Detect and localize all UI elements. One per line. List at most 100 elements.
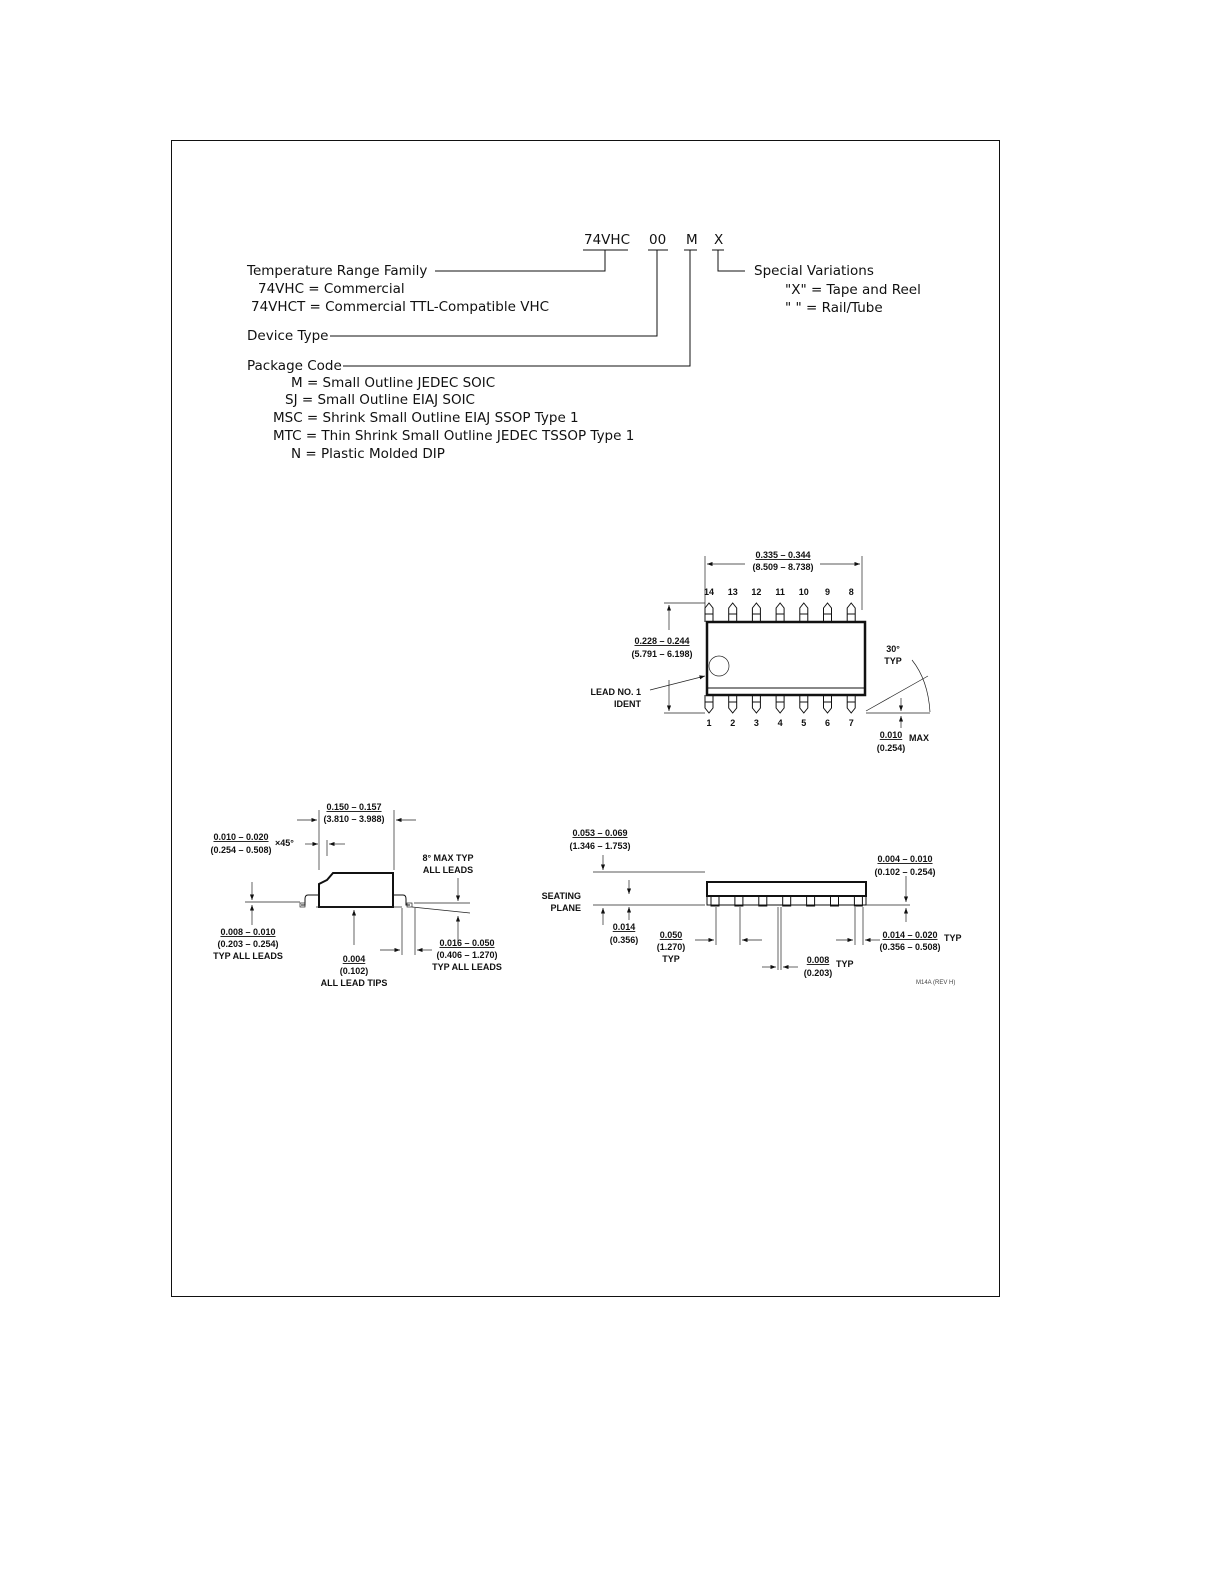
pin-number: 11 [775,587,785,597]
lead-thickness-mm: (0.203 – 0.254) [217,939,278,949]
bottom-pin [775,695,785,714]
lead-dim-mm: (0.356) [610,935,639,945]
radius-in: 0.008 [807,955,830,965]
coplanarity-in: 0.004 [343,954,366,964]
pin-number: 2 [730,718,735,728]
lead-ident-label: LEAD NO. 1 [590,687,641,697]
side-lead [734,895,744,907]
package-item: N = Plastic Molded DIP [291,446,445,462]
dim-height-mm: (5.791 – 6.198) [631,649,692,659]
pin1-ident-circle [708,655,730,677]
lead-thickness-note: TYP ALL LEADS [213,951,283,961]
angle-label: TYP [884,656,902,666]
body-width-in: 0.150 – 0.157 [326,802,381,812]
special-item: "X" = Tape and Reel [785,282,921,298]
package-item: SJ = Small Outline EIAJ SOIC [285,392,475,408]
side-lead [853,895,863,907]
lead-ident-label: IDENT [614,699,642,709]
height-mm: (1.346 – 1.753) [569,841,630,851]
top-view-drawing: 0.335 – 0.344 (8.509 – 8.738) 1411321231… [590,550,931,753]
pin-number: 1 [706,718,711,728]
pin-number: 12 [751,587,761,597]
pin-number: 9 [825,587,830,597]
special-title: Special Variations [754,263,874,279]
coplanarity-note: ALL LEAD TIPS [321,978,388,988]
page-frame [171,140,1000,1297]
dim-height-in: 0.228 – 0.244 [634,636,689,646]
bottom-pin [728,695,738,714]
dim-width-mm: (8.509 – 8.738) [752,562,813,572]
temperature-item: 74VHCT = Commercial TTL-Compatible VHC [251,299,549,315]
side-lead [806,895,816,907]
top-pin [751,602,761,622]
special-item: " " = Rail/Tube [785,300,883,316]
package-item: MTC = Thin Shrink Small Outline JEDEC TS… [273,428,634,444]
package-item: MSC = Shrink Small Outline EIAJ SSOP Typ… [273,410,579,426]
pin-number: 5 [801,718,806,728]
side-lead [710,895,720,907]
bottom-pin [751,695,761,714]
chamfer-in: 0.010 – 0.020 [213,832,268,842]
dim-width-in: 0.335 – 0.344 [755,550,810,560]
lead-width-mm: (0.356 – 0.508) [879,942,940,952]
code-package: M [686,232,698,248]
pin-number: 7 [849,718,854,728]
top-pin [704,602,714,622]
code-family: 74VHC [584,232,630,248]
code-device: 00 [649,232,666,248]
seating-plane-label: PLANE [550,903,581,913]
lead-width-in: 0.014 – 0.020 [882,930,937,940]
lead-width-note: TYP [944,933,962,943]
side-lead [782,895,792,907]
temperature-item: 74VHC = Commercial [258,281,405,297]
top-pin [775,602,785,622]
angle-label: 30° [886,644,900,654]
foot-length-in: 0.016 – 0.050 [439,938,494,948]
pitch-in: 0.050 [660,930,683,940]
standoff-suffix: MAX [909,733,929,743]
body-width-mm: (3.810 – 3.988) [323,814,384,824]
pitch-note: TYP [662,954,680,964]
pitch-mm: (1.270) [657,942,686,952]
device-type-title: Device Type [247,328,328,344]
top-pin [799,602,809,622]
side-lead [830,895,839,907]
top-pin [846,602,856,622]
height-in: 0.053 – 0.069 [572,828,627,838]
standoff-mm: (0.254) [877,743,906,753]
radius-note: TYP [836,959,854,969]
pin-number: 3 [754,718,759,728]
seating-plane-label: SEATING [542,891,581,901]
pin-number: 8 [849,587,854,597]
pin-number: 6 [825,718,830,728]
side-standoff-in: 0.004 – 0.010 [877,854,932,864]
code-special: X [714,232,723,248]
bottom-pin [823,695,832,714]
radius-mm: (0.203) [804,968,833,978]
lead-angle-label: 8° MAX TYP [422,853,473,863]
side-standoff-mm: (0.102 – 0.254) [874,867,935,877]
bottom-pin [704,695,714,714]
lead-thickness-in: 0.008 – 0.010 [220,927,275,937]
chamfer-mm: (0.254 – 0.508) [210,845,271,855]
pin-number: 10 [799,587,809,597]
package-title: Package Code [247,358,342,374]
pin-number: 4 [778,718,783,728]
standoff-in: 0.010 [880,730,903,740]
bottom-pin [846,695,856,714]
lead-dim-in: 0.014 [613,922,636,932]
package-item: M = Small Outline JEDEC SOIC [291,375,495,391]
foot-length-mm: (0.406 – 1.270) [436,950,497,960]
end-view-drawing: 0.150 – 0.157 (3.810 – 3.988) 0.010 – 0.… [210,802,501,988]
chamfer-suffix: ×45° [275,838,294,848]
pin-number: 14 [704,587,714,597]
bottom-pin [799,695,809,714]
coplanarity-mm: (0.102) [340,966,369,976]
temperature-title: Temperature Range Family [246,263,427,279]
side-lead [758,895,768,907]
drawing-id: M14A (REV H) [916,980,955,986]
top-pin [728,602,738,622]
ordering-code-diagram: 74VHC 00 M X Temperature Range Family 74… [246,232,921,462]
lead-angle-label: ALL LEADS [423,865,473,875]
